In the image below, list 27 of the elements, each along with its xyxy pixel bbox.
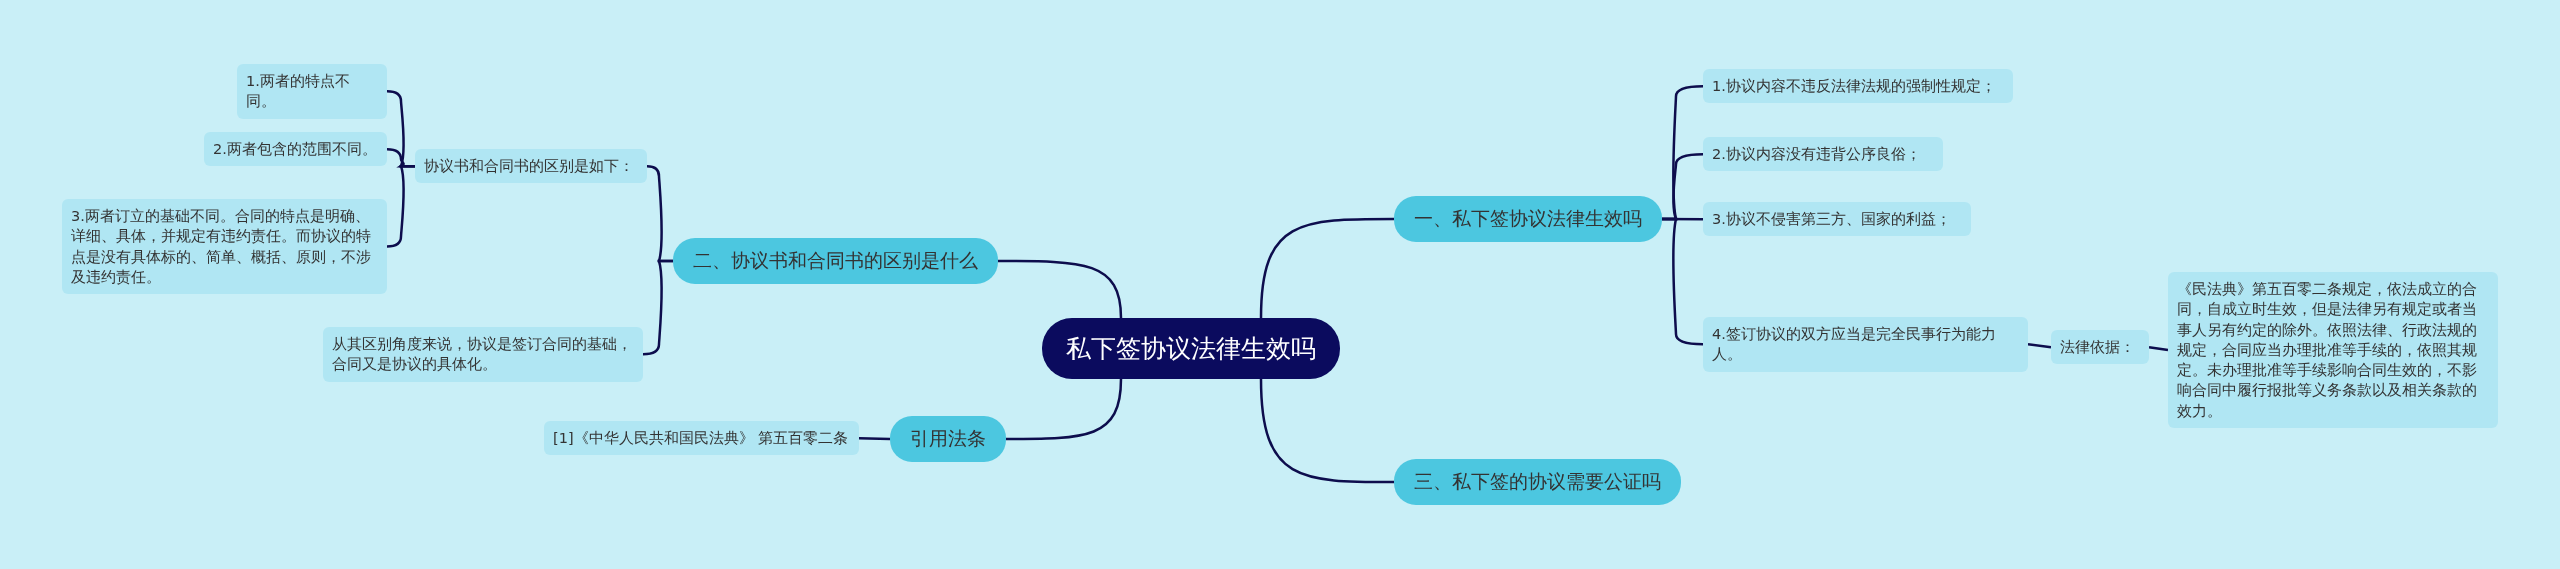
subtopic-box: 2.两者包含的范围不同。 <box>204 132 387 167</box>
connector-line <box>998 259 1123 319</box>
topic-box: 二、协议书和合同书的区别是什么 <box>673 238 998 284</box>
connector-line <box>2148 345 2169 352</box>
central-topic: 私下签协议法律生效吗 <box>1042 318 1340 379</box>
connector-line <box>1662 217 1704 346</box>
connector-line <box>642 259 673 356</box>
topic-box: 一、私下签协议法律生效吗 <box>1394 196 1662 242</box>
connector-line <box>1259 217 1394 319</box>
connector-line <box>858 436 891 441</box>
topic-box: 引用法条 <box>890 416 1006 462</box>
subtopic-box: 3.两者订立的基础不同。合同的特点是明确、详细、具体，并规定有违约责任。而协议的特点是没有具体标的、简单、概括、原则，不涉及违约责任。 <box>62 199 387 295</box>
subtopic-box: 4.签订协议的双方应当是完全民事行为能力人。 <box>1703 317 2028 372</box>
subtopic-box: 《民法典》第五百零二条规定，依法成立的合同，自成立时生效，但是法律另有规定或者当事人另有约定的除外。依照法律、行政法规的规定，合同应当办理批准等手续的，依照其规定。未办理批准等手续影响合同生效的，不影响合同中履行报批等义务条款以及相关条款的效力。 <box>2168 272 2498 429</box>
connector-line <box>1006 378 1123 441</box>
connector-line <box>386 164 415 248</box>
subtopic-box: 3.协议不侵害第三方、国家的利益； <box>1703 202 1971 237</box>
subtopic-box: 1.协议内容不违反法律法规的强制性规定； <box>1703 69 2013 104</box>
subtopic-box: 协议书和合同书的区别是如下： <box>415 149 647 184</box>
subtopic-box: 2.协议内容没有违背公序良俗； <box>1703 137 1943 172</box>
topic-box: 三、私下签的协议需要公证吗 <box>1394 459 1681 505</box>
connector-line <box>2027 343 2052 349</box>
connector-line <box>1259 378 1394 484</box>
subtopic-box: 从其区别角度来说，协议是签订合同的基础，合同又是协议的具体化。 <box>323 327 643 382</box>
subtopic-box: 1.两者的特点不同。 <box>237 64 387 119</box>
subtopic-box: [1]《中华人民共和国民法典》 第五百零二条 <box>544 421 859 456</box>
subtopic-box: 法律依据： <box>2051 330 2149 365</box>
